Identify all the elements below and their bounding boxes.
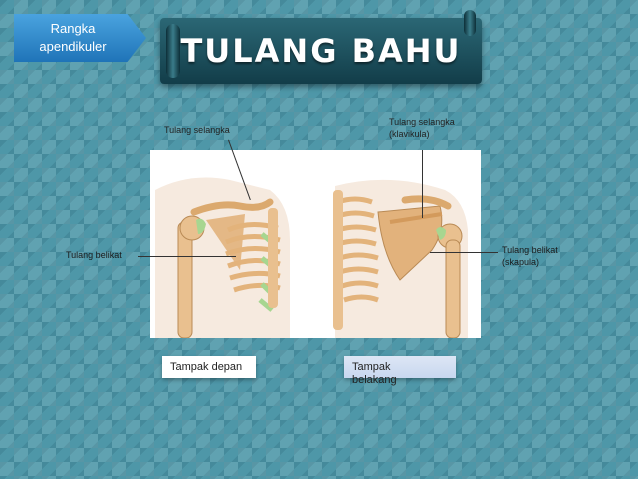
back-scapula bbox=[377, 205, 443, 281]
badge-line-1: Rangka bbox=[50, 21, 96, 36]
caption-back-text-line-1: Tampak bbox=[352, 361, 391, 373]
title-banner: TULANG BAHU bbox=[160, 10, 482, 84]
label-back-clavicle-line-1: Tulang selangka bbox=[389, 117, 455, 127]
back-scapula-spine bbox=[389, 212, 443, 224]
front-sternum bbox=[268, 208, 278, 308]
leader-back-scapula bbox=[430, 252, 498, 253]
back-humerus bbox=[445, 239, 461, 338]
leader-back-clavicle bbox=[422, 150, 423, 218]
section-badge: Rangka apendikuler bbox=[14, 14, 146, 62]
caption-front-view: Tampak depan bbox=[162, 356, 256, 378]
label-back-scapula-line-1: Tulang belikat bbox=[502, 245, 558, 255]
back-joint-cartilage bbox=[436, 227, 446, 240]
banner-scroll-left bbox=[166, 24, 180, 78]
banner-scroll-right bbox=[464, 10, 476, 36]
shoulder-illustration bbox=[150, 150, 481, 338]
front-clavicle bbox=[190, 198, 274, 216]
front-joint-cartilage bbox=[196, 218, 206, 234]
label-front-scapula: Tulang belikat bbox=[66, 250, 122, 260]
page-title: TULANG BAHU bbox=[180, 32, 462, 70]
caption-front-text: Tampak depan bbox=[170, 361, 243, 373]
label-front-clavicle: Tulang selangka bbox=[164, 125, 230, 135]
leader-front-scapula bbox=[138, 256, 236, 257]
shoulder-anatomy-image bbox=[155, 177, 468, 338]
caption-back-text-line-2: belakang bbox=[352, 374, 397, 386]
label-back-clavicle-line-2: (klavikula) bbox=[389, 129, 430, 139]
back-clavicle bbox=[401, 195, 452, 210]
back-spine bbox=[333, 190, 343, 330]
badge-line-2: apendikuler bbox=[39, 39, 107, 54]
label-back-scapula-line-2: (skapula) bbox=[502, 257, 540, 267]
caption-back-view: Tampak belakang bbox=[344, 356, 456, 386]
